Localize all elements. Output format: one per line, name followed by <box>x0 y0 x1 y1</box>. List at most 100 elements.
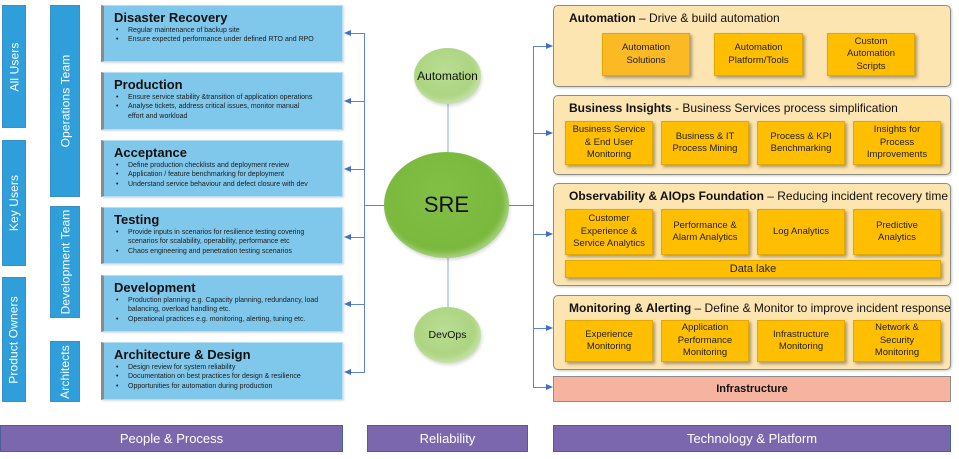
practice-title: Architecture & Design <box>114 347 251 362</box>
practice-title: Acceptance <box>114 145 187 160</box>
arrow-right-icon <box>546 231 553 237</box>
connector-branch <box>348 101 364 102</box>
practice-title: Development <box>114 280 196 295</box>
practice-bullet: Documentation on best practices for desi… <box>114 372 342 382</box>
practice-bullet: Define production checklists and deploym… <box>114 161 342 171</box>
footer-technology-platform: Technology & Platform <box>553 425 951 452</box>
tile-business-service-monitoring: Business Service & End User Monitoring <box>565 121 653 165</box>
group-title: Observability & AIOps Foundation – Reduc… <box>569 189 948 203</box>
practice-bullet: Ensure expected performance under define… <box>114 35 342 45</box>
tile-performance-alarm-analytics: Performance & Alarm Analytics <box>661 209 749 255</box>
team-development: Development Team <box>50 206 80 318</box>
tech-group-business-insights: Business Insights - Business Services pr… <box>553 95 951 175</box>
automation-node-label: Automation <box>417 69 478 83</box>
footer-label: Reliability <box>419 431 476 446</box>
sre-node-label: SRE <box>423 192 470 217</box>
footer-reliability: Reliability <box>367 425 528 452</box>
team-label: Development Team <box>58 209 72 315</box>
arrow-left-icon <box>344 234 351 240</box>
practice-title: Testing <box>114 212 160 227</box>
tile-infrastructure-monitoring: Infrastructure Monitoring <box>757 320 845 362</box>
tile-process-improvements: Insights for Process Improvements <box>853 121 941 165</box>
tech-group-automation: Automation – Drive & build automation Au… <box>553 5 951 87</box>
group-title: Business Insights - Business Services pr… <box>569 101 898 115</box>
practice-bullet: Production planning e.g. Capacity planni… <box>114 296 342 315</box>
tile-experience-monitoring: Experience Monitoring <box>565 320 653 362</box>
tile-log-analytics: Log Analytics <box>757 209 845 255</box>
role-label: Product Owners <box>7 295 21 384</box>
role-label: All Users <box>7 42 21 91</box>
practice-testing: Testing Provide inputs in scenarios for … <box>101 207 343 264</box>
arrow-right-icon <box>546 130 553 136</box>
arrow-right-icon <box>546 384 553 390</box>
practice-bullet: Opportunities for automation during prod… <box>114 382 342 392</box>
devops-node: DevOps <box>414 307 481 363</box>
group-title: Monitoring & Alerting – Define & Monitor… <box>569 301 951 315</box>
tile-automation-platform-tools: Automation Platform/Tools <box>714 33 803 76</box>
practice-architecture-design: Architecture & Design Design review for … <box>101 342 343 400</box>
connector-branch <box>533 387 547 388</box>
connector-branch <box>348 237 364 238</box>
left-connector-trunk <box>364 33 365 373</box>
connector-branch <box>348 372 364 373</box>
practice-bullet: Analyse tickets, address critical issues… <box>114 102 342 121</box>
center-link-top <box>447 104 449 152</box>
tile-customer-experience-analytics: Customer Experience & Service Analytics <box>565 209 653 255</box>
connector-branch <box>533 234 547 235</box>
sre-node: SRE <box>384 152 509 258</box>
practice-bullet: Operational practices e.g. monitoring, a… <box>114 315 342 325</box>
practice-bullet: Provide inputs in scenarios for resilien… <box>114 228 342 247</box>
arrow-left-icon <box>344 301 351 307</box>
tech-group-monitoring-alerting: Monitoring & Alerting – Define & Monitor… <box>553 295 951 370</box>
arrow-right-icon <box>546 325 553 331</box>
practice-development: Development Production planning e.g. Cap… <box>101 275 343 332</box>
team-label: Operations Team <box>58 54 73 148</box>
role-all-users: All Users <box>2 5 26 128</box>
tile-process-mining: Business & IT Process Mining <box>661 121 749 165</box>
team-label: Architects <box>58 344 72 399</box>
connector-branch <box>533 133 547 134</box>
role-product-owners: Product Owners <box>2 277 26 402</box>
footer-label: People & Process <box>119 431 224 446</box>
tile-network-security-monitoring: Network & Security Monitoring <box>853 320 941 362</box>
tile-predictive-analytics: Predictive Analytics <box>853 209 941 255</box>
practice-bullet: Application / feature benchmarking for d… <box>114 170 342 180</box>
tile-automation-solutions: Automation Solutions <box>602 33 690 76</box>
arrow-left-icon <box>344 30 351 36</box>
team-architects: Architects <box>50 341 80 402</box>
right-connector-trunk <box>533 46 534 388</box>
arrow-left-icon <box>344 369 351 375</box>
infrastructure-layer: Infrastructure <box>553 376 951 402</box>
tile-data-lake: Data lake <box>565 260 941 278</box>
center-link-bottom <box>447 258 449 307</box>
arrow-left-icon <box>344 166 351 172</box>
connector-branch <box>533 46 547 47</box>
practice-bullet: Understand service behaviour and defect … <box>114 180 342 190</box>
footer-people-process: People & Process <box>0 425 343 452</box>
connector-branch <box>348 33 364 34</box>
footer-label: Technology & Platform <box>686 431 818 446</box>
practice-bullet: Regular maintenance of backup site <box>114 26 342 36</box>
practice-bullet: Design review for system reliability <box>114 363 342 373</box>
practice-title: Disaster Recovery <box>114 10 228 25</box>
devops-node-label: DevOps <box>428 329 467 341</box>
practice-bullet: Ensure service stability &transition of … <box>114 93 342 103</box>
team-operations: Operations Team <box>50 5 80 197</box>
tile-custom-automation-scripts: Custom Automation Scripts <box>827 33 915 76</box>
practice-bullet: Chaos engineering and penetration testin… <box>114 247 342 257</box>
connector-branch <box>533 328 547 329</box>
practice-acceptance: Acceptance Define production checklists … <box>101 140 343 197</box>
practice-disaster-recovery: Disaster Recovery Regular maintenance of… <box>101 5 343 62</box>
group-title: Automation – Drive & build automation <box>569 11 780 25</box>
role-label: Key Users <box>7 174 21 232</box>
left-connector-to-sre <box>364 205 384 206</box>
connector-branch <box>348 169 364 170</box>
automation-node: Automation <box>414 48 481 104</box>
practice-production: Production Ensure service stability &tra… <box>101 72 343 130</box>
connector-branch <box>348 304 364 305</box>
tech-group-observability: Observability & AIOps Foundation – Reduc… <box>553 183 951 286</box>
role-key-users: Key Users <box>2 140 26 266</box>
tile-application-performance-monitoring: Application Performance Monitoring <box>661 320 749 362</box>
right-connector-from-sre <box>509 205 533 206</box>
arrow-right-icon <box>546 43 553 49</box>
